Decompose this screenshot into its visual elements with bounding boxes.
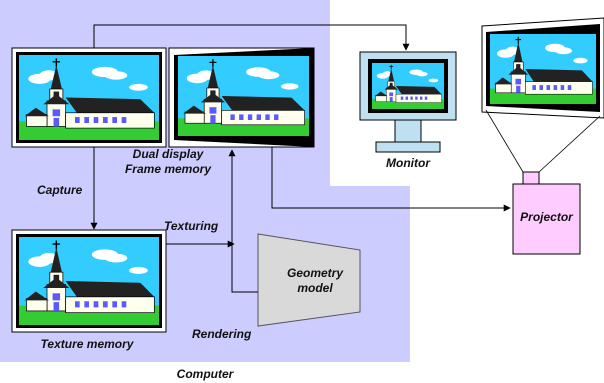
texture-memory-label: Texture memory [40,337,134,351]
projector-label: Projector [520,210,573,224]
texture-memory [11,229,167,333]
arrow-to-monitor [93,24,410,51]
projection-screen [481,17,604,119]
church-picture-icon [19,55,159,140]
projector-icon [485,109,601,255]
geometry-model-label-line2: model [297,281,333,295]
rendering-arrow [228,149,258,293]
monitor-label: Monitor [386,156,430,170]
computer-label: Computer [176,367,234,381]
frame-memory-label: Frame memory [124,162,212,176]
rendering-label: Rendering [192,327,252,341]
capture-label: Capture [37,183,83,197]
texturing-label: Texturing [164,219,219,233]
church-picture-icon [178,56,309,136]
frame-memory-right [168,47,315,148]
geometry-model-label-line1: Geometry [286,266,344,280]
monitor-icon [359,51,457,153]
geometry-model [257,233,361,327]
church-picture-icon [19,237,159,325]
frame-memory-left [11,47,167,148]
church-picture-icon [490,34,596,104]
arrow-to-projector [271,147,511,212]
dual-display-label: Dual display [132,147,204,161]
